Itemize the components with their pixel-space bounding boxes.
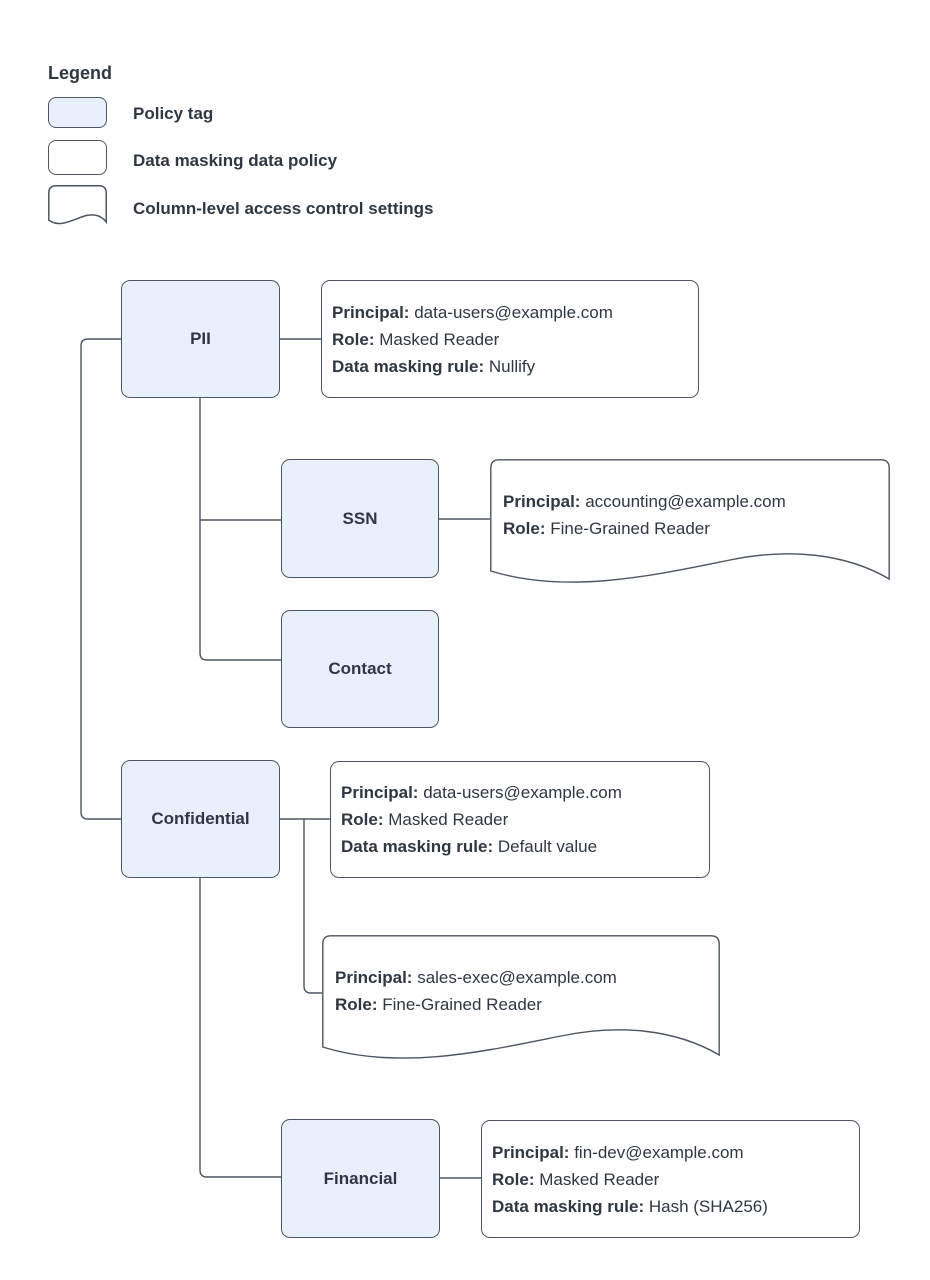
policy-line: Data masking rule: Hash (SHA256) [492,1193,855,1220]
policy-line: Role: Fine-Grained Reader [503,515,883,542]
policy-field-value: fin-dev@example.com [574,1142,744,1162]
policy-tag-ssn: SSN [281,459,439,578]
policy-field-label: Principal: [503,492,581,511]
policy-field-value: Masked Reader [379,329,500,349]
policy-field-label: Role: [341,810,384,829]
policy-tag-swatch [48,97,107,128]
connector-pii-confidential [80,338,121,820]
policy-line: Role: Masked Reader [332,326,694,353]
data-policy-swatch [48,140,107,175]
policy-tag-contact-label: Contact [328,659,392,678]
policy-field-value: Hash (SHA256) [648,1196,768,1216]
masking-policy-financial: Principal: fin-dev@example.com Role: Mas… [481,1120,860,1238]
policy-line: Role: Fine-Grained Reader [335,991,713,1018]
policy-field-label: Data masking rule: [341,837,494,856]
policy-field-value: Masked Reader [388,810,509,829]
policy-field-label: Role: [335,995,378,1014]
legend-label-access-control: Column-level access control settings [133,199,434,218]
policy-line: Role: Masked Reader [492,1166,855,1193]
masking-policy-confidential: Principal: data-users@example.com Role: … [330,761,710,878]
legend-title: Legend [48,63,113,83]
policy-line: Role: Masked Reader [341,806,705,833]
masking-policy-pii: Principal: data-users@example.com Role: … [321,280,699,398]
policy-line: Principal: accounting@example.com [503,488,883,515]
policy-field-label: Role: [332,329,375,349]
policy-tag-pii-label: PII [190,329,211,348]
policy-field-label: Role: [492,1169,535,1189]
policy-field-value: Default value [497,837,598,856]
connector-pii-contact [199,398,281,661]
access-control-ssn: Principal: accounting@example.com Role: … [490,459,890,594]
policy-tag-financial-label: Financial [323,1168,398,1188]
policy-field-label: Role: [503,519,546,538]
policy-field-label: Principal: [335,968,413,987]
policy-line: Data masking rule: Nullify [332,353,694,380]
policy-tag-pii: PII [121,280,280,398]
policy-field-value: Fine-Grained Reader [550,519,710,538]
policy-field-value: data-users@example.com [423,783,622,802]
policy-field-label: Data masking rule: [492,1196,645,1216]
policy-tag-confidential: Confidential [121,760,280,878]
policy-field-value: sales-exec@example.com [417,968,617,987]
policy-line: Principal: data-users@example.com [341,779,705,806]
policy-field-label: Principal: [492,1142,570,1162]
policy-field-value: Fine-Grained Reader [382,995,542,1014]
connector-confidential-financial [199,878,281,1178]
policy-tag-confidential-label: Confidential [151,809,250,828]
policy-field-label: Principal: [332,302,410,322]
policy-field-label: Principal: [341,783,419,802]
document-shape [490,459,890,583]
access-control-confidential: Principal: sales-exec@example.com Role: … [322,935,720,1070]
policy-line: Principal: fin-dev@example.com [492,1139,855,1166]
legend-label-data-policy: Data masking data policy [133,151,338,170]
policy-field-value: Masked Reader [539,1169,660,1189]
access-control-swatch [48,185,107,232]
policy-tag-financial: Financial [281,1119,440,1238]
policy-tag-ssn-label: SSN [342,508,378,528]
policy-field-value: data-users@example.com [414,302,613,322]
document-shape [322,935,720,1059]
policy-tag-contact: Contact [281,610,439,728]
legend-label-policy-tag: Policy tag [133,104,214,123]
connector-confidential-acl [303,819,322,994]
policy-field-value: Nullify [488,356,536,376]
policy-field-value: accounting@example.com [585,492,786,511]
policy-line: Principal: sales-exec@example.com [335,964,713,991]
policy-field-label: Data masking rule: [332,356,485,376]
policy-line: Principal: data-users@example.com [332,299,694,326]
policy-line: Data masking rule: Default value [341,833,705,860]
